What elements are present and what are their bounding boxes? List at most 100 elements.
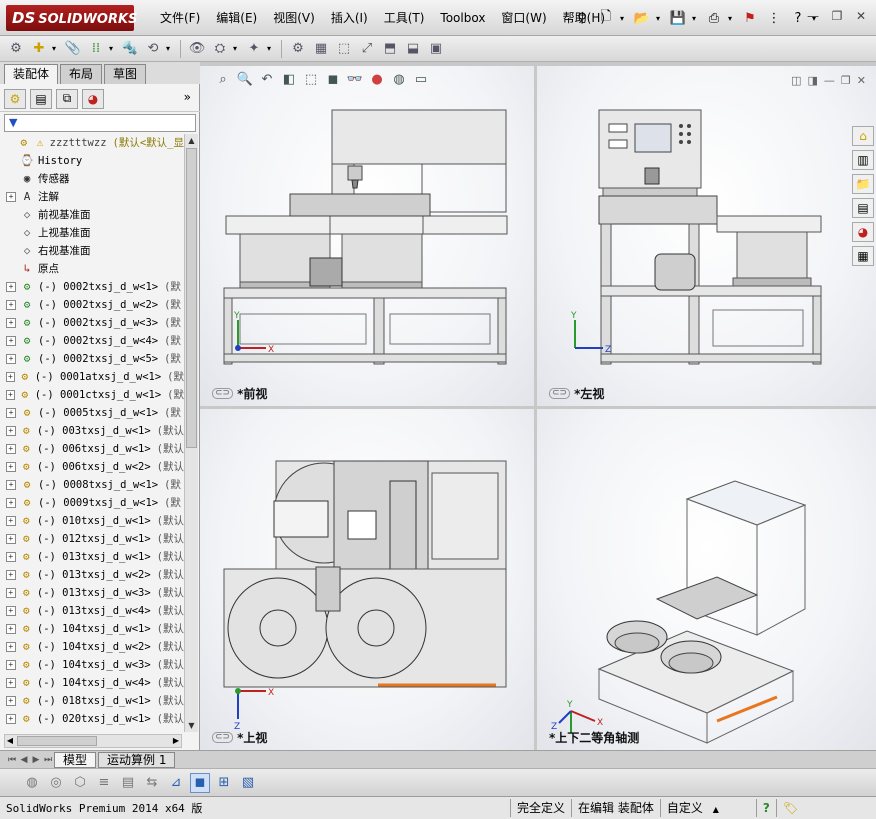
- expand-icon[interactable]: +: [6, 516, 16, 526]
- apply-scene-icon[interactable]: ◍: [393, 71, 405, 87]
- expand-icon[interactable]: +: [6, 660, 16, 670]
- tab-sketch[interactable]: 草图: [104, 64, 147, 84]
- expand-icon[interactable]: +: [6, 192, 16, 202]
- section-view-icon[interactable]: ◧: [282, 71, 296, 87]
- tree-root[interactable]: ⚙ ⚠ zzztttwzz (默认<默认_显: [0, 134, 184, 152]
- tree-component[interactable]: +⚙(-) 010txsj_d_w<1>(默认: [0, 512, 184, 530]
- hide-show-icon[interactable]: 👓: [346, 71, 364, 87]
- graphics-area[interactable]: ⌕ 🔍 ↶ ◧ ⬚ ◼ 👓 ● ◍ ▭: [200, 62, 876, 750]
- tree-component[interactable]: +⚙(-) 0008txsj_d_w<1>(默: [0, 476, 184, 494]
- expand-icon[interactable]: +: [6, 390, 15, 400]
- new-dropdown-icon[interactable]: ▾: [620, 13, 625, 23]
- vp-minimize-icon[interactable]: —: [823, 74, 835, 87]
- expand-icon[interactable]: +: [6, 354, 16, 364]
- status-tag-icon[interactable]: 🏷: [775, 799, 804, 817]
- table-icon[interactable]: ⊞: [218, 775, 230, 790]
- tree-item[interactable]: ◇前视基准面: [0, 206, 184, 224]
- design-library-icon[interactable]: ▥: [852, 150, 874, 170]
- tree-component[interactable]: +⚙(-) 0002txsj_d_w<2>(默: [0, 296, 184, 314]
- wireframe-icon[interactable]: ⬡: [74, 775, 86, 790]
- view-palette-icon[interactable]: ▤: [852, 198, 874, 218]
- tree-component[interactable]: +⚙(-) 0005txsj_d_w<1>(默: [0, 404, 184, 422]
- view-settings-icon[interactable]: ▭: [414, 71, 428, 87]
- next-tab-icon[interactable]: ▶: [32, 754, 40, 765]
- component-icon[interactable]: ⚙: [10, 41, 22, 56]
- expand-icon[interactable]: +: [6, 300, 16, 310]
- save-dropdown-icon[interactable]: ▾: [692, 13, 697, 23]
- view-orientation-icon[interactable]: ⬚: [304, 71, 318, 87]
- tree-component[interactable]: +⚙(-) 0002txsj_d_w<5>(默: [0, 350, 184, 368]
- tree-item[interactable]: ⌚History: [0, 152, 184, 170]
- tab-layout[interactable]: 布局: [60, 64, 103, 84]
- help-dropdown-icon[interactable]: ▾: [812, 13, 817, 23]
- expand-icon[interactable]: +: [6, 426, 16, 436]
- tree-filter[interactable]: ▼: [4, 114, 196, 132]
- tree-component[interactable]: +⚙(-) 020txsj_d_w<1>(默认: [0, 710, 184, 728]
- clearance-icon[interactable]: ⬓: [406, 41, 420, 56]
- viewport-top[interactable]: Z X ⊂⊃ *上视: [200, 409, 534, 750]
- expand-icon[interactable]: +: [6, 318, 16, 328]
- zoom-to-area-icon[interactable]: 🔍: [236, 71, 254, 87]
- tree-component[interactable]: +⚙(-) 0002txsj_d_w<3>(默: [0, 314, 184, 332]
- tree-item[interactable]: ◇右视基准面: [0, 242, 184, 260]
- viewport-isometric[interactable]: Y X Z *上下二等角轴测: [537, 409, 876, 750]
- menu-toolbox[interactable]: Toolbox: [440, 11, 486, 25]
- scroll-right-icon[interactable]: ▶: [172, 736, 180, 745]
- options-icon[interactable]: ⋮: [767, 10, 781, 26]
- hidden-lines-icon[interactable]: ◎: [50, 775, 62, 790]
- expand-icon[interactable]: +: [6, 678, 16, 688]
- expand-icon[interactable]: +: [6, 534, 16, 544]
- minimize-icon[interactable]: —: [807, 9, 819, 23]
- insert-dropdown-icon[interactable]: ▾: [52, 44, 57, 53]
- expand-icon[interactable]: +: [6, 336, 16, 346]
- expand-icon[interactable]: +: [6, 480, 16, 490]
- move-component-icon[interactable]: ⟲: [147, 41, 159, 56]
- pattern-dropdown-icon[interactable]: ▾: [109, 44, 114, 53]
- tree-component[interactable]: +⚙(-) 104txsj_d_w<4>(默认: [0, 674, 184, 692]
- expand-icon[interactable]: +: [6, 714, 16, 724]
- hscroll-thumb[interactable]: [17, 736, 97, 746]
- tree-component[interactable]: +⚙(-) 0001atxsj_d_w<1>(默: [0, 368, 184, 386]
- tree-component[interactable]: +⚙(-) 006txsj_d_w<2>(默认: [0, 458, 184, 476]
- tree-vertical-scrollbar[interactable]: ▲ ▼: [184, 134, 198, 732]
- tree-component[interactable]: +⚙(-) 104txsj_d_w<2>(默认: [0, 638, 184, 656]
- expand-icon[interactable]: +: [6, 462, 16, 472]
- configuration-manager-icon[interactable]: ⧉: [56, 88, 78, 109]
- more-tabs-icon[interactable]: »: [183, 90, 191, 104]
- help-icon[interactable]: ?: [794, 10, 802, 26]
- interference-icon[interactable]: ⬒: [383, 41, 397, 56]
- menu-view[interactable]: 视图(V): [273, 11, 315, 25]
- next-pane-icon[interactable]: ◨: [807, 74, 818, 87]
- menu-edit[interactable]: 编辑(E): [216, 11, 258, 25]
- expand-icon[interactable]: +: [6, 570, 16, 580]
- chart-icon[interactable]: ⊿: [170, 775, 182, 790]
- print-icon[interactable]: ⎙: [708, 10, 720, 26]
- tree-component[interactable]: +⚙(-) 003txsj_d_w<1>(默认: [0, 422, 184, 440]
- new-document-icon[interactable]: 🗋: [600, 9, 612, 24]
- scroll-down-icon[interactable]: ▼: [188, 721, 195, 730]
- link-views-icon[interactable]: ⊂⊃: [212, 732, 234, 743]
- viewport-front[interactable]: ⌕ 🔍 ↶ ◧ ⬚ ◼ 👓 ● ◍ ▭: [200, 66, 534, 406]
- status-units[interactable]: 自定义 ▲: [659, 799, 756, 817]
- tree-item[interactable]: ↳原点: [0, 260, 184, 278]
- link-views-icon[interactable]: ⊂⊃: [212, 388, 234, 399]
- image-icon[interactable]: ▧: [241, 775, 255, 790]
- link-views-icon[interactable]: ⊂⊃: [549, 388, 571, 399]
- new-motion-study-icon[interactable]: ⚙: [292, 41, 304, 56]
- tree-item[interactable]: ◉传感器: [0, 170, 184, 188]
- tree-component[interactable]: +⚙(-) 104txsj_d_w<3>(默认: [0, 656, 184, 674]
- instant3d-icon[interactable]: ▣: [429, 41, 443, 56]
- rebuild-icon[interactable]: ⚑: [744, 10, 756, 26]
- expand-icon[interactable]: +: [6, 624, 16, 634]
- bill-of-materials-icon[interactable]: ▦: [314, 41, 328, 56]
- grid-icon[interactable]: ▤: [121, 775, 135, 790]
- mate-icon[interactable]: 📎: [64, 41, 82, 56]
- vp-close-icon[interactable]: ✕: [856, 74, 866, 87]
- viewport-left[interactable]: ◫ ◨ — ❐ ✕: [537, 66, 876, 406]
- prev-pane-icon[interactable]: ◫: [791, 74, 802, 87]
- vp-restore-icon[interactable]: ❐: [840, 74, 851, 87]
- expand-icon[interactable]: +: [6, 282, 16, 292]
- edit-appearance-icon[interactable]: ●: [371, 71, 383, 87]
- show-hidden-icon[interactable]: 👁: [188, 41, 206, 56]
- compare-icon[interactable]: ⇆: [146, 775, 158, 790]
